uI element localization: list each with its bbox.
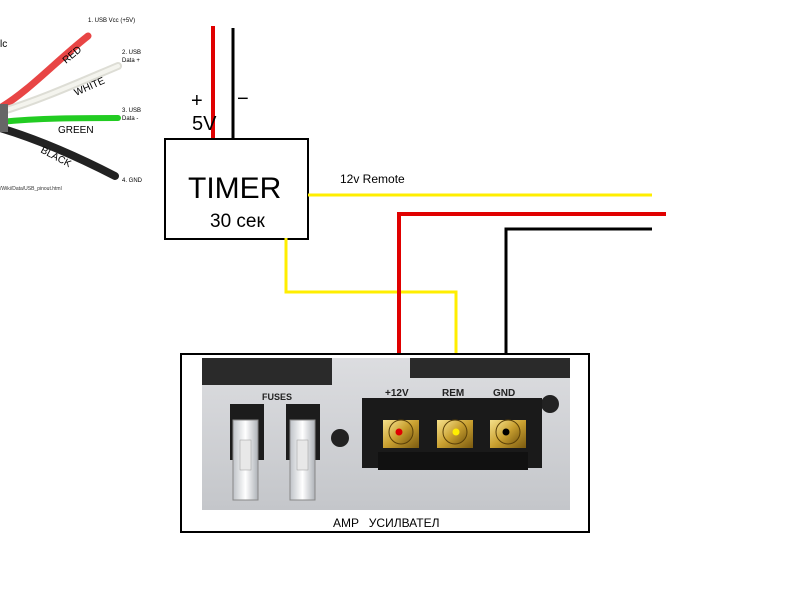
fuse-right [286, 404, 320, 501]
usb-black-wire [0, 124, 119, 180]
usb-wire-label-green: GREEN [58, 125, 94, 136]
timer-power-wires: + − 5V [191, 26, 249, 140]
terminal-rem [437, 419, 473, 448]
usb-pin4-label: 4. GND [122, 178, 143, 184]
terminal-block-lower [378, 452, 528, 470]
usb-pin1-label: 1. USB Vcc (+5V) [88, 18, 135, 24]
usb-pin3-label: 3. USB [122, 108, 141, 114]
fuse-right-element [296, 439, 309, 471]
usb-white-wire-core [0, 64, 120, 114]
timer-box: TIMER 30 сек [164, 138, 309, 240]
terminal-rem-wire-tip [452, 428, 460, 436]
timer-subtitle: 30 сек [210, 211, 265, 232]
terminal-12v-wire-tip [395, 428, 403, 436]
usb-cable-illustration: lc RED WHITE GREEN BLACK 1. USB Vcc (+5V… [0, 18, 143, 192]
usb-wire-label-red: RED [61, 44, 84, 66]
fuse-left [230, 404, 264, 501]
usb-header-fragment: lc [0, 39, 7, 50]
timer-title: TIMER [188, 172, 281, 205]
terminal-label-rem: REM [442, 388, 464, 399]
terminal-block: +12V REM GND [362, 388, 542, 470]
amp-screw-right [541, 395, 559, 413]
amp-top-strip-right [410, 358, 570, 378]
terminal-label-12v: +12V [385, 388, 409, 399]
timer-box-outline [164, 138, 309, 240]
terminal-gnd [490, 419, 526, 448]
timer-voltage-label: 5V [192, 113, 217, 135]
usb-footer-fragment: /Wiki/Data/USB_pinout.html [0, 186, 62, 192]
amp-screw-left [331, 429, 349, 447]
fuse-left-element [239, 439, 252, 471]
usb-pin3-label-line2: Data - [122, 116, 138, 122]
timer-minus-symbol: − [237, 88, 249, 110]
remote-label: 12v Remote [340, 172, 405, 186]
usb-pin2-label-line2: Data + [122, 58, 140, 64]
terminal-12v [383, 419, 419, 448]
terminal-gnd-wire-tip [502, 428, 510, 436]
amp-fuses-label: FUSES [262, 392, 292, 402]
usb-pin2-label: 2. USB [122, 50, 141, 56]
amplifier: FUSES +12V REM GND [180, 353, 590, 533]
amp-top-strip [202, 358, 332, 385]
usb-green-wire [0, 115, 121, 125]
timer-plus-symbol: + [191, 90, 203, 112]
usb-sheath [0, 104, 8, 132]
usb-red-wire [0, 32, 92, 112]
amp-caption: AMP УСИЛВАТЕЛ [333, 516, 439, 530]
terminal-label-gnd: GND [493, 388, 515, 399]
